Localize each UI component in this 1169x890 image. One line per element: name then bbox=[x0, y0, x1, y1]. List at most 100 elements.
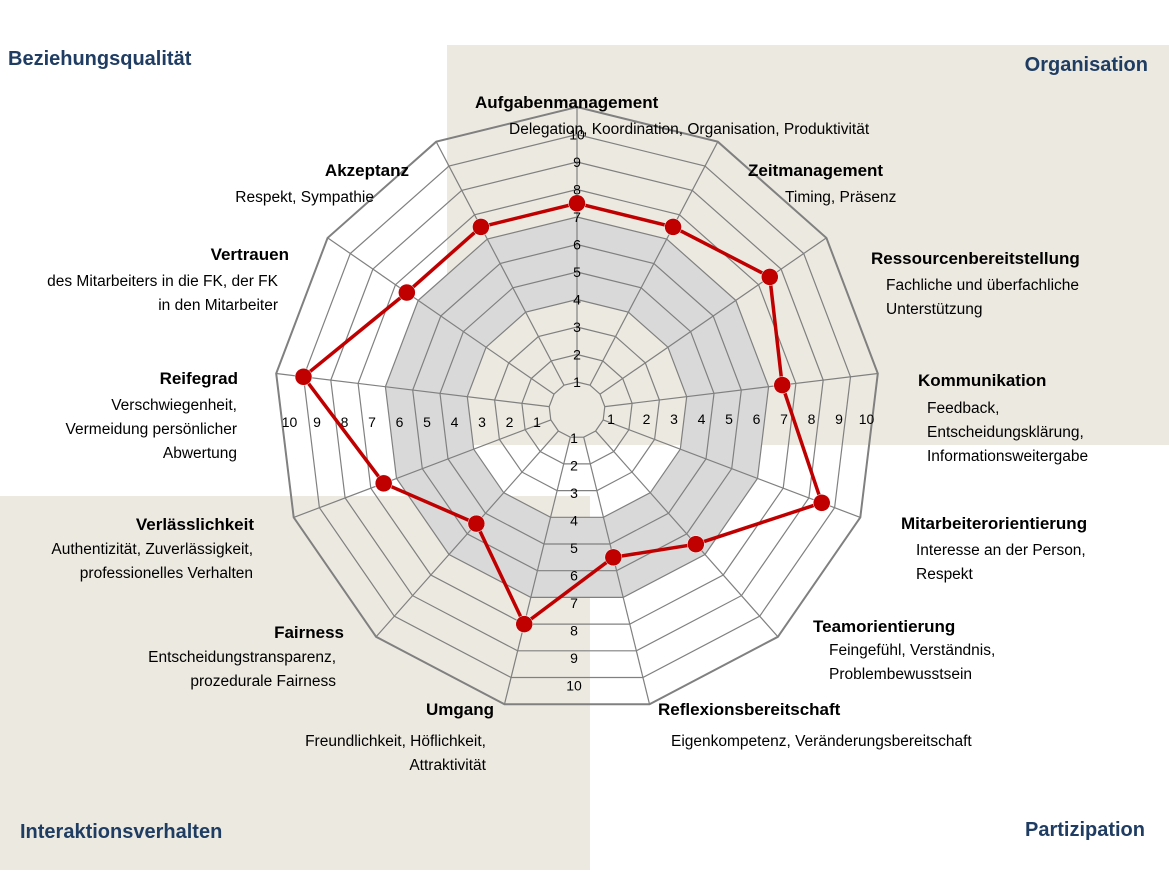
grid-ring-10 bbox=[302, 133, 852, 679]
quadrant-title-beziehungsqualitaet: Beziehungsqualität bbox=[8, 48, 192, 70]
axis-title: Ressourcenbereitstellung bbox=[871, 249, 1080, 268]
tick-label-down-8: 8 bbox=[570, 623, 578, 639]
grid-ring-8 bbox=[357, 188, 797, 625]
tick-label-down-1: 1 bbox=[570, 430, 578, 446]
grid-spoke-4 bbox=[604, 372, 878, 408]
tick-label-right-7: 7 bbox=[780, 411, 788, 427]
tick-label-up-7: 7 bbox=[573, 209, 581, 225]
axis-description-line: Delegation, Koordination, Organisation, … bbox=[509, 121, 870, 138]
axis-description-line: Freundlichkeit, Höflichkeit, bbox=[305, 733, 486, 750]
grid-ring-3 bbox=[493, 326, 661, 492]
grid-ring-outer bbox=[275, 105, 879, 706]
tick-label-up-2: 2 bbox=[573, 347, 581, 363]
tick-label-up-1: 1 bbox=[573, 374, 581, 390]
axis-description-line: Authentizität, Zuverlässigkeit, bbox=[51, 541, 253, 558]
data-point-1 bbox=[568, 194, 586, 212]
tick-label-right-2: 2 bbox=[643, 411, 651, 427]
axis-description-line: Timing, Präsenz bbox=[785, 189, 896, 206]
axis-description-line: Interesse an der Person, bbox=[916, 542, 1086, 559]
tick-label-up-3: 3 bbox=[573, 319, 581, 335]
grid-spoke-12 bbox=[327, 237, 555, 395]
axis-description-line: Eigenkompetenz, Veränderungsbereitschaft bbox=[671, 733, 972, 750]
data-point-8 bbox=[515, 615, 533, 633]
quadrant-title-organisation: Organisation bbox=[1025, 54, 1148, 76]
axis-title: Vertrauen bbox=[211, 245, 289, 264]
tick-label-right-10: 10 bbox=[859, 411, 875, 427]
tick-label-left-5: 5 bbox=[423, 414, 431, 430]
data-point-13 bbox=[472, 218, 490, 236]
axis-description-line: Problembewusstsein bbox=[829, 666, 972, 683]
grid-ring-4 bbox=[466, 298, 688, 518]
tick-label-down-4: 4 bbox=[570, 513, 578, 529]
axis-title: Fairness bbox=[274, 623, 344, 642]
tick-label-left-6: 6 bbox=[396, 414, 404, 430]
axis-title: Umgang bbox=[426, 700, 494, 719]
axis-title: Mitarbeiterorientierung bbox=[901, 514, 1087, 533]
tick-label-up-8: 8 bbox=[573, 182, 581, 198]
tick-label-right-3: 3 bbox=[670, 411, 678, 427]
data-series bbox=[294, 194, 831, 633]
tick-label-down-10: 10 bbox=[566, 678, 582, 694]
axis-description-line: professionelles Verhalten bbox=[80, 565, 253, 582]
axis-title: Verlässlichkeit bbox=[136, 515, 254, 534]
tick-label-up-4: 4 bbox=[573, 292, 581, 308]
axis-description-line: Informationsweitergabe bbox=[927, 448, 1088, 465]
tick-label-left-9: 9 bbox=[313, 414, 321, 430]
quadrant-title-partizipation: Partizipation bbox=[1025, 819, 1145, 841]
grid-ring-6 bbox=[412, 243, 742, 572]
scale-tick-labels: 1111222233334444555566667777888899991010… bbox=[282, 127, 875, 694]
tick-label-up-10: 10 bbox=[569, 127, 585, 143]
tick-label-up-9: 9 bbox=[573, 154, 581, 170]
grid-spoke-13 bbox=[435, 141, 565, 386]
grid-spoke-8 bbox=[503, 437, 571, 705]
data-point-10 bbox=[374, 474, 393, 493]
axis-title: Reflexionsbereitschaft bbox=[658, 700, 841, 719]
axis-title: Teamorientierung bbox=[813, 617, 955, 636]
axis-description-line: Abwertung bbox=[163, 445, 237, 462]
quadrant-title-interaktionsverhalten: Interaktionsverhalten bbox=[20, 821, 222, 843]
grid-spoke-9 bbox=[375, 430, 559, 638]
tick-label-right-5: 5 bbox=[725, 411, 733, 427]
axis-description-line: Respekt bbox=[916, 566, 974, 583]
axis-label-4: KommunikationFeedback,Entscheidungskläru… bbox=[918, 371, 1088, 465]
axis-description-line: des Mitarbeiters in die FK, der FK bbox=[47, 273, 279, 290]
axis-description-line: Entscheidungsklärung, bbox=[927, 424, 1084, 441]
axis-description-line: prozedurale Fairness bbox=[190, 673, 336, 690]
data-point-3 bbox=[761, 268, 779, 286]
tick-label-up-6: 6 bbox=[573, 237, 581, 253]
axis-title: Kommunikation bbox=[918, 371, 1046, 390]
reference-band bbox=[385, 217, 769, 598]
axis-description-line: Attraktivität bbox=[409, 757, 486, 774]
axis-description-line: Vermeidung persönlicher bbox=[66, 421, 237, 438]
tick-label-left-1: 1 bbox=[533, 414, 541, 430]
data-point-4 bbox=[773, 376, 791, 394]
grid-spoke-3 bbox=[599, 237, 827, 395]
tick-label-right-6: 6 bbox=[753, 411, 761, 427]
data-point-12 bbox=[398, 283, 416, 302]
tick-label-down-2: 2 bbox=[570, 458, 578, 474]
tick-label-left-10: 10 bbox=[282, 414, 298, 430]
tick-label-right-4: 4 bbox=[698, 411, 706, 427]
grid-spoke-6 bbox=[595, 430, 779, 638]
data-point-11 bbox=[294, 368, 313, 386]
tick-label-right-1: 1 bbox=[607, 411, 615, 427]
axis-label-12: Vertrauen des Mitarbeiters in die FK, der… bbox=[47, 245, 289, 314]
axis-description-line: Respekt, Sympathie bbox=[235, 189, 374, 206]
axis-title: Reifegrad bbox=[160, 369, 238, 388]
grid-spoke-10 bbox=[293, 419, 552, 519]
tick-label-down-3: 3 bbox=[570, 485, 578, 501]
tick-label-up-5: 5 bbox=[573, 264, 581, 280]
grid-ring-1 bbox=[548, 381, 606, 438]
grid-spoke-2 bbox=[589, 141, 719, 386]
tick-label-down-5: 5 bbox=[570, 540, 578, 556]
axis-description-line: in den Mitarbeiter bbox=[158, 297, 278, 314]
